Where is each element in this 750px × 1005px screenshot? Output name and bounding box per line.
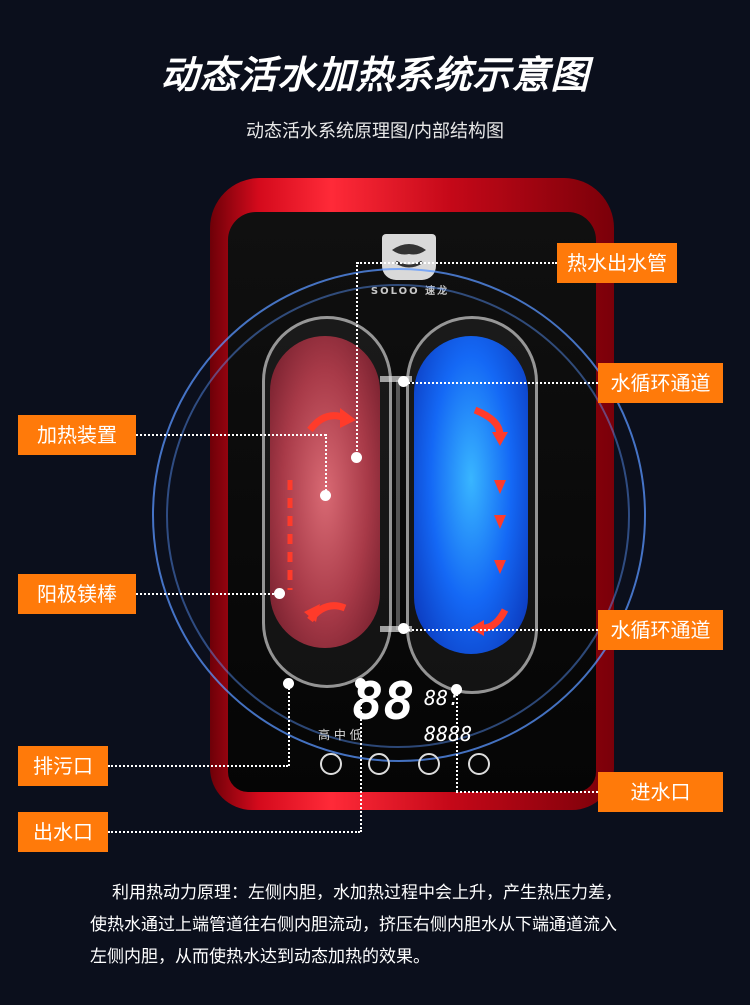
marker-anode-rod bbox=[274, 588, 285, 599]
display-modes: 高 中 低 bbox=[318, 728, 362, 742]
marker-water-inlet bbox=[451, 684, 462, 695]
label-hot-water-outlet-pipe: 热水出水管 bbox=[557, 243, 677, 283]
marker-circulation-top bbox=[398, 376, 409, 387]
label-anode-rod: 阳极镁棒 bbox=[18, 574, 136, 614]
marker-water-outlet bbox=[355, 678, 366, 689]
circulation-ring-outer bbox=[152, 268, 646, 762]
leader-water-outlet-v bbox=[360, 684, 362, 832]
panel-button-2[interactable] bbox=[368, 753, 390, 775]
leader-circulation-top bbox=[404, 382, 598, 384]
description-line-2: 使热水通过上端管道往右侧内胆流动，挤压右侧内胆水从下端通道流入 bbox=[90, 915, 617, 935]
marker-drain-port bbox=[283, 678, 294, 689]
label-heating-device: 加热装置 bbox=[18, 415, 136, 455]
circulation-ring-inner bbox=[166, 284, 630, 748]
description-line-3: 左侧内胆，从而使热水达到动态加热的效果。 bbox=[90, 947, 430, 967]
leader-heating-device bbox=[136, 434, 326, 436]
page-title: 动态活水加热系统示意图 bbox=[160, 53, 590, 97]
leader-drain-port bbox=[108, 765, 288, 767]
description-line-1: 利用热动力原理：左侧内胆，水加热过程中会上升，产生热压力差， bbox=[112, 883, 622, 903]
label-circulation-channel-bottom: 水循环通道 bbox=[598, 610, 723, 650]
label-drain-port: 排污口 bbox=[18, 746, 108, 786]
label-water-outlet: 出水口 bbox=[18, 812, 108, 852]
panel-button-4[interactable] bbox=[468, 753, 490, 775]
leader-water-inlet bbox=[456, 791, 598, 793]
leader-anode-rod bbox=[136, 593, 278, 595]
leader-hot-water-outlet bbox=[357, 262, 557, 264]
leader-water-outlet bbox=[108, 831, 360, 833]
display-bottom-right: 8888 bbox=[424, 722, 473, 746]
panel-button-3[interactable] bbox=[418, 753, 440, 775]
leader-water-inlet-v bbox=[456, 690, 458, 792]
label-water-inlet: 进水口 bbox=[598, 772, 723, 812]
leader-circulation-bottom bbox=[404, 629, 598, 631]
leader-hot-water-outlet-v bbox=[356, 262, 358, 458]
page-subtitle: 动态活水系统原理图/内部结构图 bbox=[245, 121, 505, 142]
marker-circulation-bottom bbox=[398, 623, 409, 634]
leader-heating-device-v bbox=[325, 434, 327, 494]
leader-drain-port-v bbox=[288, 684, 290, 766]
marker-hot-water-outlet bbox=[351, 452, 362, 463]
panel-button-1[interactable] bbox=[320, 753, 342, 775]
label-circulation-channel-top: 水循环通道 bbox=[598, 363, 723, 403]
marker-heating-device bbox=[320, 490, 331, 501]
